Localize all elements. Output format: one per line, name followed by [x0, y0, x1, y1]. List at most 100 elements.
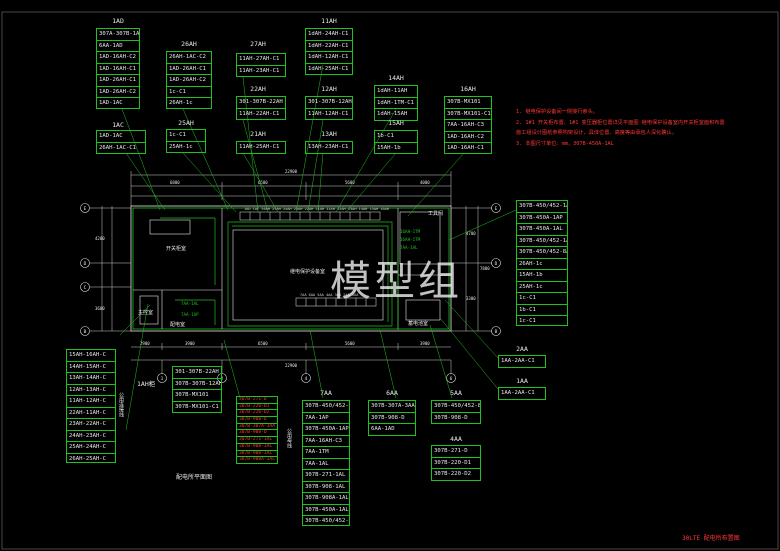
panel-2aa: 1AA-2AA-C1	[498, 355, 546, 368]
panel-title-4aa: 4AA	[450, 435, 462, 443]
panel-title-1ac: 1AC	[112, 121, 124, 129]
table-row: 15AH-16AH-C	[67, 350, 115, 362]
table-row: 1AD-1AC	[99, 100, 123, 106]
table-row: 307B-908-D	[237, 417, 277, 424]
table-row: 307B-908-D	[369, 413, 415, 424]
table-row: 307B-271-D	[237, 397, 277, 404]
table-row: 11AH-27AH-C1	[237, 54, 285, 66]
table-row: 307B-271-D	[432, 446, 480, 458]
table-row: 11AH-22AH-C1	[239, 110, 280, 117]
table-row: 307B-908-1AL	[303, 482, 349, 493]
table-row: 7AA-1TM	[303, 447, 349, 459]
table-row: 307B-307A-3AA	[369, 401, 415, 413]
axis-label: E	[495, 206, 498, 212]
table-row: 307B-450A-1AL	[517, 224, 567, 236]
panel-21ah: 11AH-25AH-C1	[236, 141, 286, 154]
table-row: 26AH-25AH-C	[69, 455, 107, 462]
table-row: 14AH-15AH-C	[67, 362, 115, 373]
dim-text: 3900	[420, 341, 430, 346]
table-row: 12AH-13AH-C	[67, 385, 115, 396]
table-row: 1c-C1	[167, 130, 205, 142]
panel-title-7aa: 7AA	[320, 389, 332, 397]
table-row: 307B-450/452-1AP	[517, 201, 567, 213]
bus-labels: 7AA 6AA 5AA 4AA 3AA 2AA 1AA	[300, 293, 359, 297]
panel-title-25ah: 25AH	[178, 119, 194, 127]
table-row: 1dAH-11AH	[375, 86, 417, 98]
table-row: 307A-307B-1AD	[97, 29, 139, 41]
dim-text: 7800	[480, 266, 490, 271]
table-row: 1AD-16AH-C1	[447, 145, 485, 151]
note-line: 2. 1#1 开关柜布置、1#1 变压器柜位置详见平面图 继电保护设备室内开关柜…	[516, 119, 725, 126]
table-row: 1c-C1	[519, 318, 536, 324]
plan-title: 配电所平面图	[176, 474, 213, 481]
panel-12ah: 301-307B-12AH 11AH-12AH-C1	[305, 96, 353, 120]
dim-text: 6800	[170, 180, 180, 185]
table-row: 307B-307A-3AA	[237, 424, 277, 431]
table-row: 7AA-1AP	[303, 413, 349, 424]
axis-label: C	[84, 285, 87, 291]
axis-label: E	[84, 206, 87, 212]
room-label: 继电保护设备室	[290, 269, 326, 275]
plan-label: 7AA-1AL	[181, 301, 199, 306]
panel-1ah-sw: 301-307B-22AH 307B-307B-12AH 307B-MX101 …	[172, 366, 222, 413]
bus-caption: 公用连接线	[118, 392, 124, 417]
table-row: 15AH-1b	[517, 270, 567, 282]
table-row: 1dAH-1TM-C1	[375, 98, 417, 109]
plan-label: 7AA-1AL	[400, 245, 418, 250]
panel-title-13ah: 13AH	[321, 130, 337, 138]
panel-6aa: 307B-307A-3AA 307B-908-D 6AA-1AD	[368, 400, 416, 436]
table-row: 307B-307B-12AH	[173, 379, 221, 390]
table-row: 307B-MX101-C1	[175, 403, 219, 410]
table-row: 15AH-1b	[377, 144, 401, 151]
table-row: 1AD-16AH-C2	[97, 52, 139, 64]
panel-title-1aa: 1AA	[516, 377, 528, 385]
axis-label: 1	[161, 376, 164, 382]
axis-label: 2	[221, 376, 224, 382]
table-row: 307B-220-D2	[237, 410, 277, 418]
table-row: 307B-908-1AL	[237, 451, 277, 458]
panel-title-11ah: 11AH	[321, 17, 337, 25]
dim-text: 5600	[345, 180, 355, 185]
table-row: 23AH-22AH-C	[67, 419, 115, 431]
panel-title-27ah: 27AH	[250, 40, 266, 48]
dim-text: 22900	[285, 363, 298, 368]
table-row: 307B-MX101	[445, 97, 491, 109]
table-row: 307B-450A-1AP	[517, 213, 567, 224]
panel-4aa: 307B-271-D 307B-220-D1 307B-220-D2	[431, 445, 481, 481]
table-row: 1dAH-25AH-C1	[308, 65, 349, 72]
title-block: 30LTE 配电所布置图	[682, 535, 740, 542]
table-row: 1c-C1	[167, 87, 211, 98]
panel-title-16ah: 16AH	[460, 85, 476, 93]
dim-text: 4200	[95, 236, 105, 241]
table-row: 307B-220-D1	[432, 458, 480, 469]
table-row: 307B-450/452-1AP	[303, 401, 349, 413]
table-row: 301-307B-12AH	[306, 97, 352, 109]
table-row: 22AH-11AH-C	[67, 408, 115, 419]
panel-13ah: 13AH-23AH-C1	[305, 141, 353, 154]
table-row: 1dAH-22AH-C1	[306, 41, 352, 52]
table-row: 307B-908A-1AL	[303, 493, 349, 505]
axis-label: 6	[450, 376, 453, 382]
table-row: 25AH-24AH-C	[67, 442, 115, 454]
panel-caption: 1AH柜	[137, 380, 156, 388]
table-row: 307B-908A-1AL	[239, 457, 275, 463]
panel-title-6aa: 6AA	[386, 389, 398, 397]
dim-text: 2900	[140, 341, 150, 346]
panel-26ah: 26AH-1AC-C2 1AD-26AH-C1 1AD-26AH-C2 1c-C…	[166, 51, 212, 109]
panel-left-bus: 15AH-16AH-C 14AH-15AH-C 13AH-14AH-C 12AH…	[66, 349, 116, 463]
plan-label: 7AA-1AP	[181, 312, 199, 317]
plan-label: 16AH-1TM	[400, 237, 421, 242]
table-row: 307B-450/452-1AL	[517, 236, 567, 247]
table-row: 307B-MX101-C1	[445, 109, 491, 120]
dim-text: 22900	[285, 169, 298, 174]
dim-text: 3900	[185, 341, 195, 346]
room-label: 主控室	[138, 310, 154, 316]
panel-15ah: 1b-C1 15AH-1b	[374, 130, 418, 154]
panel-1aa: 1AA-2AA-C1	[498, 387, 546, 400]
panel-5aa: 307B-450/452-8AE 307B-908-D	[431, 400, 481, 424]
panel-11ah: 1dAH-24AH-C1 1dAH-22AH-C1 1dAH-12AH-C1 1…	[305, 28, 353, 75]
table-row: 25AH-1c	[517, 282, 567, 293]
panel-1ad: 307A-307B-1AD 6AA-1AD 1AD-16AH-C2 1AD-16…	[96, 28, 140, 109]
table-row: 307B-450/452-1AL	[305, 518, 349, 524]
panel-22ah: 301-307B-22AH 11AH-22AH-C1	[236, 96, 286, 120]
